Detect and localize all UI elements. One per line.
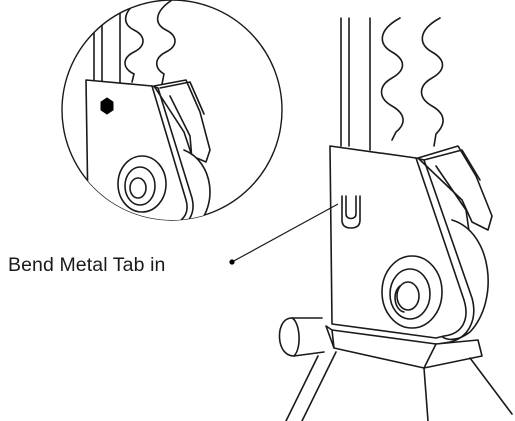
callout-leader-line bbox=[231, 203, 339, 263]
spring-wave-left bbox=[380, 17, 404, 141]
base-collar bbox=[325, 325, 483, 369]
pulley-bracket-edge bbox=[423, 149, 481, 181]
post-rails bbox=[340, 17, 371, 151]
axle-bolt-shaft bbox=[394, 285, 405, 313]
axle-washer-inner bbox=[389, 268, 431, 320]
metal-tab bbox=[341, 195, 361, 229]
hexagon-nut-icon bbox=[100, 97, 114, 115]
spring-wave-right bbox=[420, 17, 444, 147]
side-tube-end bbox=[291, 317, 300, 357]
detail-inset bbox=[61, 0, 283, 221]
tripod-legs bbox=[285, 351, 513, 421]
side-plate-inner-edge bbox=[415, 157, 475, 345]
axle-washer-outer bbox=[381, 255, 443, 329]
metal-tab-inner bbox=[345, 195, 357, 220]
axle-bolt-head bbox=[396, 281, 420, 311]
side-tube bbox=[278, 317, 325, 357]
main-assembly bbox=[278, 17, 513, 421]
callout-dot-icon bbox=[229, 259, 235, 265]
callout-label-bend-metal-tab: Bend Metal Tab in bbox=[8, 254, 166, 276]
